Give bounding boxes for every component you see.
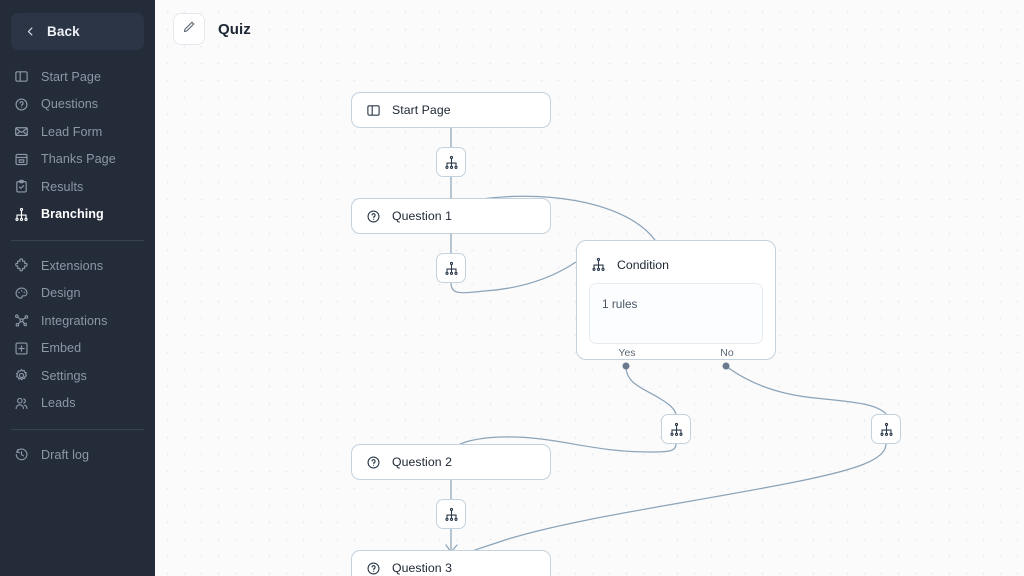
sidebar-divider-2 [11, 429, 144, 430]
chevron-left-icon [25, 26, 36, 37]
branch-button-no-branch[interactable] [871, 414, 901, 444]
sitemap-icon [444, 507, 458, 521]
sidebar-item-label: Extensions [41, 258, 104, 273]
flow-node-label: Question 3 [392, 561, 452, 575]
question-circle-icon [14, 97, 29, 112]
sidebar-nav-tertiary: Draft log [0, 441, 155, 469]
sidebar-item-label: Leads [41, 396, 76, 411]
plus-square-icon [14, 341, 29, 356]
flow-node-question-3[interactable]: Question 3 [351, 550, 551, 576]
sitemap-icon [14, 207, 29, 222]
sitemap-icon [591, 257, 606, 272]
share-nodes-icon [14, 313, 29, 328]
condition-ports: Yes No [577, 344, 775, 370]
branch-button-after-start-page[interactable] [436, 147, 466, 177]
users-icon [14, 396, 29, 411]
question-circle-icon [366, 209, 381, 224]
pencil-icon [182, 20, 196, 39]
sidebar-item-label: Thanks Page [41, 152, 116, 167]
sidebar-nav-primary: Start Page Questions Lead Form Thanks Pa… [0, 63, 155, 228]
sidebar-item-label: Branching [41, 207, 104, 222]
sidebar-item-results[interactable]: Results [0, 173, 155, 201]
sitemap-icon [879, 422, 893, 436]
sidebar-nav-secondary: Extensions Design Integrations Embed [0, 252, 155, 417]
branch-button-after-question-2[interactable] [436, 499, 466, 529]
sidebar-item-extensions[interactable]: Extensions [0, 252, 155, 280]
gear-icon [14, 368, 29, 383]
edit-title-button[interactable] [173, 13, 205, 45]
sidebar-item-questions[interactable]: Questions [0, 91, 155, 119]
sidebar-item-label: Embed [41, 341, 82, 356]
sidebar-item-draft-log[interactable]: Draft log [0, 441, 155, 469]
sidebar-item-settings[interactable]: Settings [0, 362, 155, 390]
flow-node-label: Question 1 [392, 209, 452, 223]
sidebar-item-label: Results [41, 179, 84, 194]
archive-box-icon [14, 152, 29, 167]
puzzle-icon [14, 258, 29, 273]
flow-diagram[interactable]: Start Page Question 1 Question 2 [155, 0, 1024, 576]
flow-node-label: Question 2 [392, 455, 452, 469]
branch-button-after-question-1[interactable] [436, 253, 466, 283]
sidebar-item-embed[interactable]: Embed [0, 335, 155, 363]
layout-panel-icon [366, 103, 381, 118]
condition-port-dot-yes[interactable] [622, 362, 630, 370]
sidebar-item-branching[interactable]: Branching [0, 201, 155, 229]
page-header: Quiz [173, 13, 251, 45]
sidebar-item-integrations[interactable]: Integrations [0, 307, 155, 335]
branch-button-yes-branch[interactable] [661, 414, 691, 444]
port-label-yes: Yes [618, 347, 636, 359]
condition-rules-box[interactable]: 1 rules [589, 283, 763, 344]
sidebar-item-label: Design [41, 286, 81, 301]
flow-node-label: Start Page [392, 103, 451, 117]
sidebar-item-leads[interactable]: Leads [0, 390, 155, 418]
sidebar-item-lead-form[interactable]: Lead Form [0, 118, 155, 146]
condition-title: Condition [617, 257, 669, 272]
sidebar-item-design[interactable]: Design [0, 280, 155, 308]
clipboard-check-icon [14, 179, 29, 194]
port-label-no: No [720, 347, 734, 359]
flow-node-question-2[interactable]: Question 2 [351, 444, 551, 480]
flow-node-question-1[interactable]: Question 1 [351, 198, 551, 234]
sidebar-item-label: Start Page [41, 69, 102, 84]
back-label: Back [47, 24, 80, 39]
question-circle-icon [366, 455, 381, 470]
sidebar-item-start-page[interactable]: Start Page [0, 63, 155, 91]
condition-rules-text: 1 rules [602, 297, 638, 311]
sitemap-icon [444, 155, 458, 169]
sitemap-icon [669, 422, 683, 436]
clock-history-icon [14, 447, 29, 462]
condition-port-dot-no[interactable] [722, 362, 730, 370]
page-title: Quiz [218, 20, 251, 38]
flow-node-condition[interactable]: Condition 1 rules Yes No [576, 240, 776, 360]
sidebar-item-label: Lead Form [41, 124, 103, 139]
sidebar-item-thanks-page[interactable]: Thanks Page [0, 146, 155, 174]
question-circle-icon [366, 561, 381, 576]
layout-panel-icon [14, 69, 29, 84]
main-canvas[interactable]: Quiz [155, 0, 1024, 576]
sidebar-item-label: Settings [41, 368, 87, 383]
flow-node-start-page[interactable]: Start Page [351, 92, 551, 128]
palette-icon [14, 286, 29, 301]
back-button[interactable]: Back [11, 13, 144, 50]
sidebar-item-label: Integrations [41, 313, 108, 328]
sidebar-item-label: Questions [41, 97, 99, 112]
sitemap-icon [444, 261, 458, 275]
sidebar-item-label: Draft log [41, 447, 90, 462]
sidebar: Back Start Page Questions Lead Form [0, 0, 155, 576]
sidebar-divider-1 [11, 240, 144, 241]
envelope-icon [14, 124, 29, 139]
